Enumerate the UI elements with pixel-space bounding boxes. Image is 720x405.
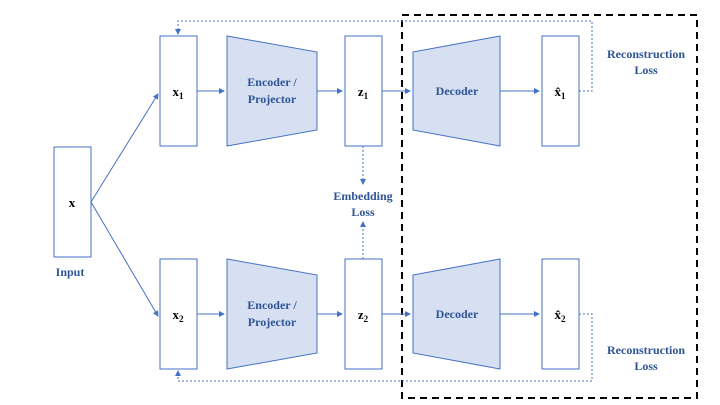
output1-node — [541, 35, 580, 147]
view2-input-label: x2 — [173, 307, 185, 324]
embedding-loss-line2: Loss — [351, 205, 375, 219]
z2-label: z2 — [358, 307, 369, 324]
view1-input-label: x1 — [173, 84, 185, 101]
encoder1-block — [226, 35, 318, 147]
encoder1-label-line2: Projector — [248, 92, 297, 106]
output2-node — [541, 258, 580, 370]
encoder2-block — [226, 258, 318, 370]
z2-node — [344, 258, 383, 370]
encoder2-label-line1: Encoder / — [247, 298, 297, 312]
output1-label: x̂1 — [555, 84, 567, 101]
reconstruction-loss-bottom-line1: Reconstruction — [607, 343, 685, 357]
decoder1-label: Decoder — [436, 84, 479, 98]
decoder1-block — [412, 35, 501, 147]
reconstruction-loss-loop-top — [175, 20, 593, 92]
reconstruction-loss-bottom-line2: Loss — [634, 359, 658, 373]
reconstruction-loss-top-line2: Loss — [634, 63, 658, 77]
decoder-region-frame — [401, 14, 698, 399]
branch-arrow-bottom — [90, 201, 159, 317]
reconstruction-loss-loop-bottom — [175, 313, 593, 382]
input-node-label: x — [69, 195, 76, 210]
view2-input-node — [159, 258, 198, 370]
decoder2-label: Decoder — [436, 307, 479, 321]
output2-label: x̂2 — [555, 307, 567, 324]
z1-label: z1 — [358, 84, 369, 101]
embedding-loss-line1: Embedding — [333, 189, 392, 203]
reconstruction-loss-top-line1: Reconstruction — [607, 47, 685, 61]
encoder1-label-line1: Encoder / — [247, 75, 297, 89]
encoder2-label-line2: Projector — [248, 315, 297, 329]
input-caption: Input — [56, 265, 85, 279]
view1-input-node — [159, 35, 198, 147]
decoder2-block — [412, 258, 501, 370]
branch-arrow-top — [90, 93, 159, 203]
